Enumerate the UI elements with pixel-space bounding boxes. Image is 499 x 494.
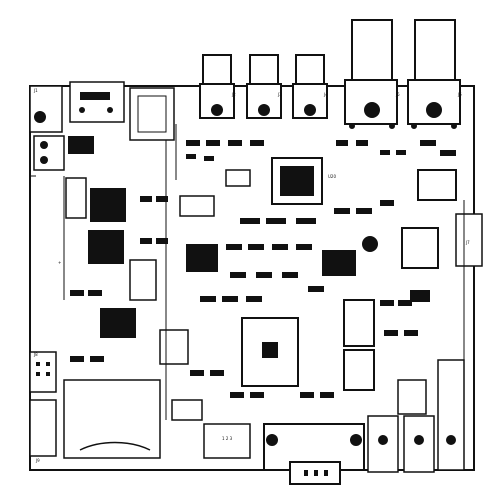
label-j5: J5 <box>395 92 400 97</box>
label-j6: J6 <box>457 92 462 97</box>
audio-jack-1 <box>199 54 235 119</box>
power-jack <box>29 85 63 133</box>
bottom-pin-header <box>203 423 251 459</box>
ic-small-1 <box>68 136 94 154</box>
ic-ram-1 <box>343 299 375 347</box>
ic-qfp-3 <box>322 250 356 276</box>
ic-ram-2 <box>343 349 375 391</box>
ic-small-8 <box>397 379 427 415</box>
ic-large-2 <box>88 230 124 264</box>
right-edge-connector <box>455 213 483 267</box>
label-j1: J1 <box>33 88 38 93</box>
rca-connector-1 <box>367 415 399 473</box>
rca-connector-2 <box>403 415 435 473</box>
crystal-can <box>362 236 378 252</box>
header-connector <box>129 87 175 141</box>
rca-connector-3 <box>437 359 465 471</box>
audio-jack-2 <box>246 54 282 119</box>
ic-small-7 <box>171 399 203 421</box>
ic-large-1 <box>90 188 126 222</box>
left-edge-header <box>29 351 57 393</box>
ic-bga-core <box>262 342 278 358</box>
db9-connector <box>263 423 365 485</box>
label-j9: J9 <box>35 458 40 463</box>
ic-small-4 <box>179 195 215 217</box>
bottom-left-header <box>29 399 57 457</box>
terminal-block <box>33 135 65 171</box>
ic-small-3 <box>129 259 157 301</box>
passive-components-field <box>70 140 456 398</box>
sd-card-slot <box>63 379 161 459</box>
ic-tssop-1 <box>401 227 439 269</box>
ic-small-6 <box>159 329 189 365</box>
bnc-connector-1 <box>344 19 398 129</box>
bnc-connector-2 <box>407 19 461 129</box>
ic-small-5 <box>225 169 251 187</box>
audio-jack-3 <box>292 54 328 119</box>
label-pins-123: 1 2 3 <box>222 436 233 441</box>
label-j7: J7 <box>465 240 470 245</box>
board-traces <box>29 124 465 420</box>
usb-connector <box>69 81 125 123</box>
label-j2: J2 <box>231 92 236 97</box>
label-j8: J8 <box>33 352 38 357</box>
label-plus: + <box>58 260 61 265</box>
ic-qfp-1-core <box>280 166 314 196</box>
label-j4: J4 <box>323 92 328 97</box>
label-u20: U20 <box>328 174 336 179</box>
label-j3: J3 <box>277 92 282 97</box>
ic-large-3 <box>100 308 136 338</box>
ic-small-2 <box>65 177 87 219</box>
ic-qfp-4 <box>186 244 218 272</box>
ic-qfp-2 <box>417 169 457 201</box>
